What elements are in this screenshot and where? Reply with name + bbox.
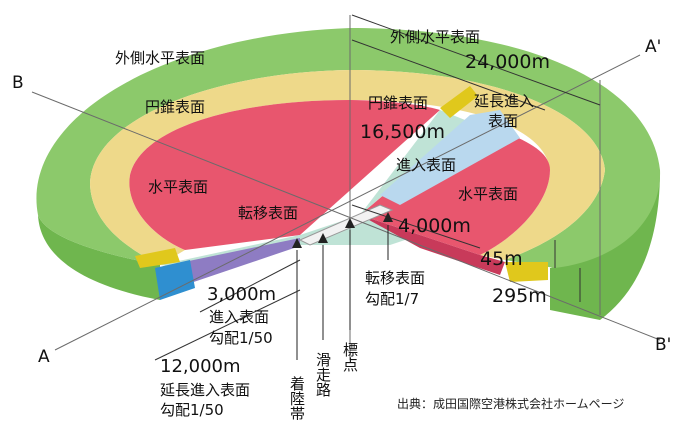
label-approach-bottom: 進入表面 <box>209 308 269 326</box>
dim-4000: 4,000m <box>398 215 471 237</box>
label-approach: 進入表面 <box>396 156 456 174</box>
marker-yellow-right <box>440 86 478 118</box>
label-approach-slope: 勾配1/50 <box>209 329 273 347</box>
marker-yellow-bottom <box>505 262 548 282</box>
label-extended-approach-2: 表面 <box>488 112 518 130</box>
marker-yellow-left <box>135 248 180 268</box>
label-landing-strip: 着陸帯 <box>288 376 306 420</box>
dim-4000-line <box>351 204 481 249</box>
section-line-B <box>31 91 661 341</box>
label-conical-1: 円錐表面 <box>145 98 205 116</box>
label-outer-horizontal-2: 外側水平表面 <box>390 28 480 46</box>
dim-16500: 16,500m <box>360 121 445 143</box>
dim-24000: 24,000m <box>465 51 550 73</box>
approach-surface-right <box>380 110 520 205</box>
arrow-reference <box>345 218 355 228</box>
arrow-transitional <box>383 212 393 222</box>
dim-24000-line <box>351 14 601 106</box>
label-reference-point: 標点 <box>341 342 359 372</box>
label-horizontal-1: 水平表面 <box>148 178 208 196</box>
conical-surface <box>90 70 605 265</box>
label-extended-approach-1: 延長進入 <box>474 92 534 110</box>
dim-12000: 12,000m <box>160 356 241 377</box>
horizontal-surface-left <box>129 100 440 250</box>
dim-45: 45m <box>480 248 523 270</box>
marker-B: B <box>12 73 24 93</box>
dim-3000: 3,000m <box>207 284 276 305</box>
label-extended-approach-bottom: 延長進入表面 <box>160 381 250 399</box>
label-horizontal-2: 水平表面 <box>458 185 518 203</box>
marker-A-prime: A' <box>645 37 661 57</box>
outer-wall-right <box>550 170 660 320</box>
label-transitional-slope: 勾配1/7 <box>365 290 419 308</box>
dim-16500-line <box>351 39 546 111</box>
dim-3000-line <box>199 259 301 313</box>
marker-B-prime: B' <box>655 335 671 355</box>
arrow-runway <box>318 233 328 243</box>
dim-12000-line <box>154 289 301 361</box>
outer-horizontal-surface <box>36 28 661 268</box>
section-line-A <box>54 54 641 351</box>
arrow-landing-strip <box>292 238 302 248</box>
label-transitional-1: 転移表面 <box>238 204 298 222</box>
horizontal-surface-front <box>360 215 505 275</box>
label-outer-horizontal-1: 外側水平表面 <box>115 49 205 67</box>
extended-approach-left-2 <box>155 260 195 300</box>
label-conical-2: 円錐表面 <box>368 94 428 112</box>
label-extended-approach-slope: 勾配1/50 <box>160 401 224 419</box>
source-credit: 出典：成田国際空港株式会社ホームページ <box>397 396 624 411</box>
dim-295: 295m <box>492 285 547 307</box>
marker-A: A <box>38 347 50 367</box>
label-runway: 滑走路 <box>314 352 332 397</box>
outer-wall-left <box>38 215 160 300</box>
label-transitional-2: 転移表面 <box>365 269 425 287</box>
horizontal-surface-right <box>360 122 550 255</box>
